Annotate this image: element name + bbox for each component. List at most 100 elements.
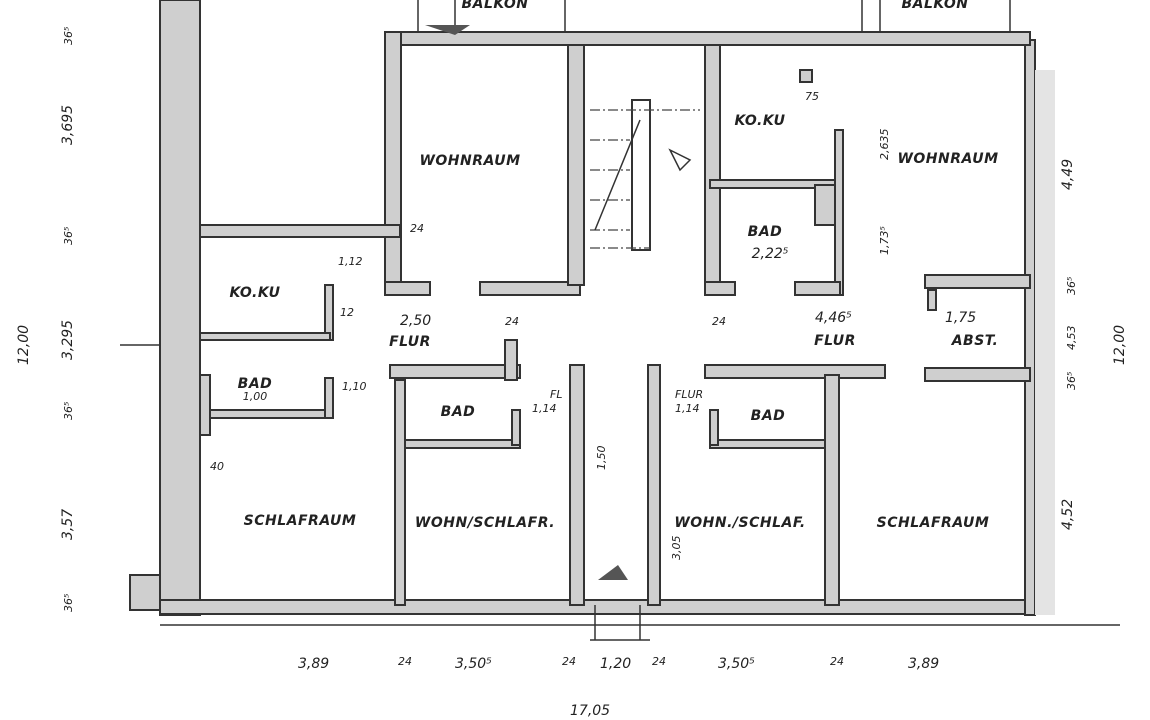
dim-label: 75 (805, 90, 819, 103)
dim-left-small: 36⁵ (62, 594, 75, 612)
stair-arrow-icon (594, 119, 692, 231)
room-label-wohn-schlaf-right: WOHN./SCHLAF. (674, 515, 805, 531)
wall (324, 284, 334, 341)
balkon-right-outline (861, 0, 1011, 32)
dim-left-total: 12,00 (16, 325, 32, 365)
wall (927, 289, 937, 311)
room-label-koku-left: KO.KU (229, 285, 280, 301)
dim-label: 1,75 (945, 310, 976, 326)
outer-wall-right-hatch (1035, 70, 1055, 615)
dim-label: 1,14 (532, 402, 557, 415)
room-label-bad-right-upper: BAD (748, 224, 783, 240)
wall (924, 274, 1031, 289)
room-label-wohnraum-right: WOHNRAUM (897, 151, 998, 167)
dim-label: 24 (410, 222, 424, 235)
dim-label: 2,50 (400, 313, 431, 329)
dim-right: 4,52 (1060, 499, 1076, 530)
wall (924, 367, 1031, 382)
entrance-outline (590, 605, 650, 641)
room-label-abst: ABST. (951, 333, 999, 349)
dim-bottom: 24 (398, 655, 412, 668)
wall (704, 281, 736, 296)
dim-label: 1,73⁵ (878, 226, 891, 255)
room-label-bad-left-small: BAD (238, 376, 273, 392)
wall (799, 69, 813, 83)
wall (389, 364, 521, 379)
wall (569, 364, 585, 606)
dim-left: 3,695 (60, 105, 76, 145)
wall (709, 409, 719, 446)
outer-wall-right (1024, 39, 1036, 616)
dim-left-small: 36⁵ (62, 227, 75, 245)
wall (199, 374, 211, 436)
stair-well (631, 99, 651, 251)
dim-bottom: 24 (562, 655, 576, 668)
outer-wall-top (384, 31, 1031, 46)
room-label-wohnraum-left: WOHNRAUM (419, 153, 520, 169)
dim-right-total: 12,00 (1112, 325, 1128, 365)
dim-label: 1,14 (675, 402, 700, 415)
wall (479, 281, 581, 296)
room-label-fl-left: FL (550, 388, 562, 401)
dim-label: 40 (210, 460, 224, 473)
wall (511, 409, 521, 446)
room-label-wohn-schlaf-left: WOHN/SCHLAFR. (415, 515, 555, 531)
wall (647, 364, 661, 606)
dim-label: 1,50 (595, 446, 608, 471)
wall (384, 31, 402, 296)
wall (384, 281, 431, 296)
wall (709, 439, 826, 449)
entrance-arrow-icon (598, 565, 628, 580)
dim-bottom: 3,89 (908, 656, 939, 672)
wall (324, 377, 334, 419)
wall (824, 374, 840, 606)
wall-stub-bottom (129, 574, 161, 611)
room-label-schlafraum-left: SCHLAFRAUM (244, 513, 357, 529)
wall (704, 44, 721, 296)
dim-label: 3,05 (670, 536, 683, 561)
dim-left-small: 36⁵ (62, 402, 75, 420)
wall (504, 339, 518, 381)
dim-bottom: 3,50⁵ (718, 656, 755, 672)
dim-bad-left-small: 1,00 (243, 390, 268, 403)
stair-steps (590, 109, 700, 249)
wall (404, 439, 521, 449)
dim-right: 4,49 (1060, 159, 1076, 190)
dim-total-width: 17,05 (570, 703, 610, 719)
shaft (814, 184, 838, 226)
outer-wall-left (159, 0, 201, 616)
dim-label: 1,10 (342, 380, 367, 393)
dim-left-small: 36⁵ (62, 27, 75, 45)
wall (794, 281, 841, 296)
dim-bottom: 1,20 (600, 656, 631, 672)
dim-right-small: 36⁵ (1065, 277, 1078, 295)
wall (394, 379, 406, 606)
dim-left: 3,57 (60, 509, 76, 540)
wall (199, 332, 331, 341)
room-label-balkon-right: BALKON (902, 0, 969, 12)
dim-bottom: 3,89 (298, 656, 329, 672)
room-label-flur-left: FLUR (389, 334, 431, 350)
room-label-koku-right: KO.KU (734, 113, 785, 129)
room-label-flur-right: FLUR (814, 333, 856, 349)
dim-bottom: 3,50⁵ (455, 656, 492, 672)
room-label-schlafraum-right: SCHLAFRAUM (877, 515, 990, 531)
wall (199, 409, 331, 419)
wall (199, 224, 401, 238)
dim-bottom: 24 (830, 655, 844, 668)
dim-label: 24 (712, 315, 726, 328)
dim-left: 3,295 (60, 320, 76, 360)
dim-bottom: 24 (652, 655, 666, 668)
wall (834, 129, 844, 296)
room-label-balkon-left: BALKON (462, 0, 529, 12)
room-label-bad-right: BAD (751, 408, 786, 424)
wall (567, 44, 585, 286)
dim-label: 24 (505, 315, 519, 328)
dim-label: 12 (340, 306, 354, 319)
room-label-flur-small-right: FLUR (675, 388, 703, 401)
dim-bad-right-upper: 2,22⁵ (752, 246, 789, 262)
dim-right-small: 36⁵ (1065, 372, 1078, 390)
dim-label: 1,12 (338, 255, 363, 268)
door-swing-icon (425, 25, 470, 35)
